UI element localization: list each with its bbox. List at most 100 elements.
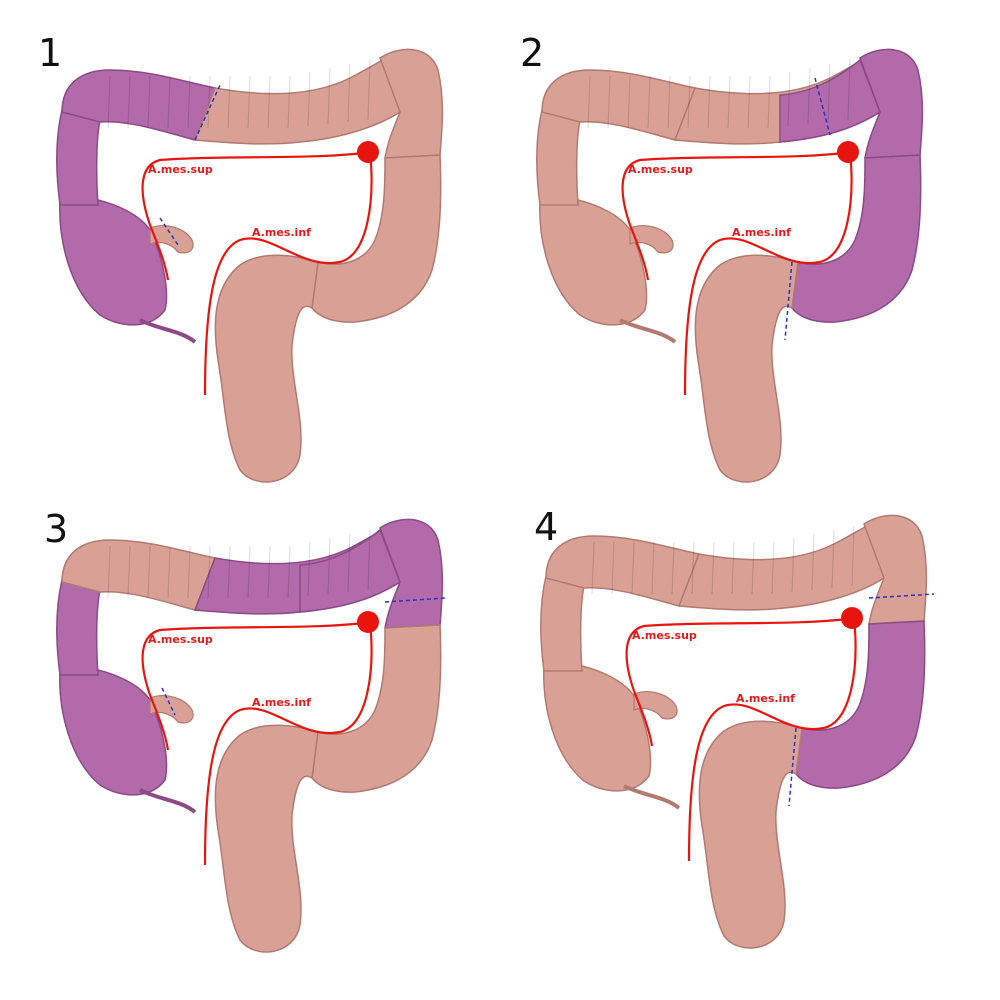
haustra-line bbox=[591, 541, 595, 595]
haustra-line bbox=[827, 63, 831, 123]
haustra-line bbox=[287, 545, 291, 599]
colon-diagram bbox=[540, 514, 935, 949]
haustra-line bbox=[791, 537, 795, 593]
sma-label: A.mes.sup bbox=[148, 633, 213, 646]
haustra-line bbox=[267, 545, 271, 599]
haustra-line bbox=[811, 533, 815, 591]
ima-artery bbox=[203, 151, 373, 396]
haustra-line bbox=[831, 529, 835, 589]
haustra-line bbox=[851, 525, 855, 587]
haustra-line bbox=[731, 541, 735, 595]
resection-margin-line bbox=[194, 84, 221, 141]
haustra-line bbox=[627, 75, 631, 129]
haustra-line bbox=[167, 545, 171, 599]
panel-number: 1 bbox=[38, 31, 63, 75]
appendix bbox=[623, 784, 681, 810]
panel-number: 3 bbox=[44, 507, 69, 551]
resection-margin-line bbox=[161, 687, 176, 716]
haustra-line bbox=[227, 75, 231, 129]
resection-margin-line bbox=[384, 597, 446, 603]
colon-segment-right-transverse bbox=[61, 69, 217, 141]
haustra-line bbox=[651, 541, 655, 595]
colon-segment-right-transverse bbox=[545, 535, 701, 607]
haustra-line bbox=[847, 59, 851, 121]
colon-segment-right-transverse bbox=[541, 69, 697, 141]
colon-segment-descending bbox=[311, 154, 442, 323]
colon-segment-descending bbox=[795, 620, 926, 789]
haustra-line bbox=[107, 545, 111, 599]
appendix bbox=[619, 318, 677, 344]
resection-margin-line bbox=[868, 593, 935, 599]
colon-segment-sigmoid bbox=[214, 254, 319, 483]
haustra-line bbox=[207, 75, 211, 129]
colon-segment-splenic-flexure bbox=[859, 48, 924, 159]
aorta-origin bbox=[357, 611, 379, 633]
haustra-line bbox=[787, 71, 791, 127]
colon-segment-cecum bbox=[539, 199, 648, 326]
haustra-line bbox=[611, 541, 615, 595]
sma-label: A.mes.sup bbox=[632, 629, 697, 642]
haustra-line bbox=[307, 541, 311, 597]
panel-1: 1 A.mes.sup A.mes.inf bbox=[0, 0, 500, 500]
haustra-line bbox=[687, 75, 691, 129]
sma-artery bbox=[621, 150, 851, 281]
sma-artery bbox=[141, 620, 371, 751]
ima-label: A.mes.inf bbox=[252, 226, 311, 239]
resection-margin-line bbox=[159, 217, 179, 246]
haustra-line bbox=[327, 67, 331, 125]
haustra-line bbox=[767, 75, 771, 129]
panel-2: 2 A.mes.sup A.mes.inf bbox=[480, 0, 980, 500]
haustra-line bbox=[667, 75, 671, 129]
resection-margin-line bbox=[814, 77, 831, 136]
haustra-line bbox=[247, 75, 251, 129]
haustra-line bbox=[207, 545, 211, 599]
aorta-origin bbox=[837, 141, 859, 163]
haustra-line bbox=[807, 67, 811, 125]
colon-segment-descending bbox=[791, 154, 922, 323]
ileum bbox=[149, 225, 194, 254]
resection-margin-line bbox=[788, 727, 797, 807]
haustra-line bbox=[771, 541, 775, 595]
aorta-origin bbox=[841, 607, 863, 629]
colon-segment-cecum bbox=[59, 199, 168, 326]
haustra-line bbox=[711, 541, 715, 595]
haustra-line bbox=[587, 75, 591, 129]
haustra-line bbox=[631, 541, 635, 595]
panel-3: 3 A.mes.sup A.mes.inf bbox=[0, 470, 500, 970]
ileum bbox=[629, 225, 674, 254]
sma-artery bbox=[625, 616, 855, 747]
haustra-line bbox=[127, 75, 131, 129]
colon-segment-right-transverse bbox=[61, 539, 217, 611]
colon-diagram bbox=[536, 48, 924, 483]
ileum bbox=[633, 691, 678, 720]
ima-label: A.mes.inf bbox=[736, 692, 795, 705]
colon-diagram bbox=[56, 518, 446, 953]
panel-4: 4 A.mes.sup A.mes.inf bbox=[484, 466, 984, 966]
haustra-line bbox=[727, 75, 731, 129]
colon-segment-cecum bbox=[59, 669, 168, 796]
resection-margin-line bbox=[784, 261, 793, 341]
haustra-line bbox=[671, 541, 675, 595]
ima-artery bbox=[203, 621, 373, 866]
colon-segment-ascending bbox=[56, 579, 101, 676]
haustra-line bbox=[147, 75, 151, 129]
haustra-line bbox=[147, 545, 151, 599]
sma-label: A.mes.sup bbox=[628, 163, 693, 176]
haustra-line bbox=[707, 75, 711, 129]
panel-number: 2 bbox=[520, 31, 545, 75]
colon-segment-sigmoid bbox=[698, 720, 803, 949]
sma-artery bbox=[141, 150, 371, 281]
haustra-line bbox=[227, 545, 231, 599]
haustra-line bbox=[187, 545, 191, 599]
ima-label: A.mes.inf bbox=[252, 696, 311, 709]
ima-artery bbox=[683, 151, 853, 396]
haustra-line bbox=[647, 75, 651, 129]
haustra-line bbox=[691, 541, 695, 595]
haustra-line bbox=[167, 75, 171, 129]
panel-number: 4 bbox=[534, 505, 559, 549]
haustra-line bbox=[367, 529, 371, 591]
haustra-line bbox=[307, 71, 311, 127]
haustra-line bbox=[127, 545, 131, 599]
haustra-line bbox=[751, 541, 755, 595]
aorta-origin bbox=[357, 141, 379, 163]
